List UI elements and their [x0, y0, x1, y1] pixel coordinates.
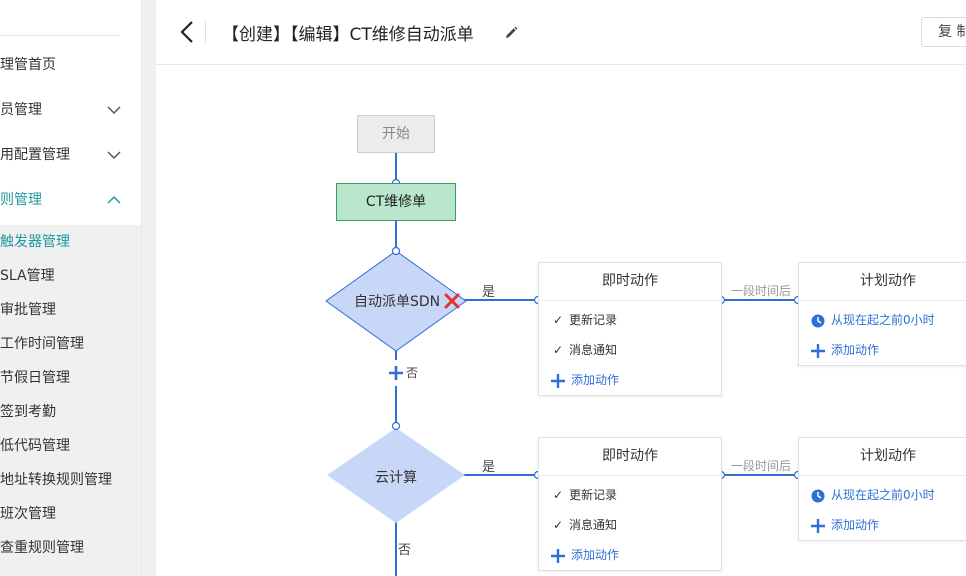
- action-row-update[interactable]: ✓ 更新记录: [551, 485, 617, 505]
- edge-label-no: 否: [398, 543, 412, 558]
- sidebar-subitem-lowcode[interactable]: 低代码管理: [0, 438, 70, 454]
- action-label: 更新记录: [569, 313, 618, 327]
- add-action-link[interactable]: 添加动作: [551, 545, 619, 565]
- ct-repair-node[interactable]: CT维修单: [336, 183, 456, 221]
- back-arrow-icon[interactable]: [176, 18, 200, 46]
- chevron-down-icon: [107, 106, 121, 115]
- check-icon: ✓: [552, 488, 564, 502]
- chevron-down-icon: [107, 151, 121, 160]
- check-icon: ✓: [552, 343, 564, 357]
- sidebar-divider: [0, 35, 120, 36]
- plus-icon: [811, 343, 825, 358]
- sidebar-item-label: 理管首页: [0, 57, 56, 73]
- sidebar-subitem-approval[interactable]: 审批管理: [0, 302, 56, 318]
- clock-icon: [811, 489, 825, 502]
- chevron-up-icon: [107, 195, 121, 204]
- delete-x-icon[interactable]: [442, 291, 462, 311]
- plus-icon: [811, 518, 825, 533]
- action-row-notify[interactable]: ✓ 消息通知: [551, 340, 617, 360]
- schedule-row[interactable]: 从现在起之前0小时: [811, 485, 935, 505]
- planned-action-card[interactable]: 计划动作 从现在起之前0小时 添加动作: [798, 437, 966, 541]
- sidebar-item-app-config[interactable]: 用配置管理: [0, 140, 141, 170]
- add-branch-button[interactable]: 否: [383, 360, 418, 386]
- schedule-label: 从现在起之前0小时: [831, 313, 935, 327]
- add-action-label: 添加动作: [571, 548, 620, 562]
- sidebar-item-label: 员管理: [0, 102, 42, 118]
- flow-canvas: 开始 CT维修单 自动派单SDN 云计算 是 是 一段时间后 一段时间后 否 否…: [156, 65, 966, 576]
- check-icon: ✓: [552, 518, 564, 532]
- copy-button[interactable]: 复 制: [921, 17, 966, 47]
- action-label: 消息通知: [569, 343, 618, 357]
- sidebar-item-rules[interactable]: 则管理: [0, 185, 141, 215]
- edge-label-yes: 是: [482, 285, 496, 300]
- sidebar-subitem-shift[interactable]: 班次管理: [0, 506, 56, 522]
- add-action-link[interactable]: 添加动作: [811, 340, 879, 360]
- page-header: 【创建】【编辑】CT维修自动派单 复 制: [156, 0, 966, 65]
- edge-label-delay: 一段时间后: [731, 284, 792, 298]
- pencil-icon[interactable]: [504, 26, 518, 40]
- sidebar-subitem-work-time[interactable]: 工作时间管理: [0, 336, 84, 352]
- sidebar-subitem-address-rules[interactable]: 地址转换规则管理: [0, 472, 112, 488]
- card-title: 计划动作: [799, 438, 966, 476]
- add-action-link[interactable]: 添加动作: [551, 370, 619, 390]
- action-label: 更新记录: [569, 488, 618, 502]
- sidebar-item-home[interactable]: 理管首页: [0, 50, 141, 80]
- plus-icon: [389, 366, 403, 380]
- edge-label-no-partial: 否: [406, 366, 419, 380]
- decision-label: 自动派单SDN: [354, 294, 441, 310]
- sidebar-subitem-attendance[interactable]: 签到考勤: [0, 404, 56, 420]
- immediate-action-card[interactable]: 即时动作 ✓ 更新记录 ✓ 消息通知 添加动作: [538, 262, 722, 396]
- header-divider: [205, 21, 206, 43]
- sidebar-subitem-sla[interactable]: SLA管理: [0, 268, 55, 284]
- action-row-notify[interactable]: ✓ 消息通知: [551, 515, 617, 535]
- page-title: 【创建】【编辑】CT维修自动派单: [222, 25, 474, 45]
- decision-label: 云计算: [375, 470, 417, 486]
- sidebar: 理管首页 员管理 用配置管理 则管理 触发器管理 SLA管理 审批管理 工作时间…: [0, 0, 142, 576]
- immediate-action-card[interactable]: 即时动作 ✓ 更新记录 ✓ 消息通知 添加动作: [538, 437, 722, 571]
- start-node[interactable]: 开始: [357, 115, 435, 153]
- sidebar-subpanel: 触发器管理 SLA管理 审批管理 工作时间管理 节假日管理 签到考勤 低代码管理…: [0, 225, 141, 576]
- sidebar-item-staff[interactable]: 员管理: [0, 95, 141, 125]
- plus-icon: [551, 373, 565, 388]
- sidebar-subitem-trigger[interactable]: 触发器管理: [0, 234, 70, 250]
- schedule-label: 从现在起之前0小时: [831, 488, 935, 502]
- card-title: 即时动作: [539, 263, 721, 301]
- action-row-update[interactable]: ✓ 更新记录: [551, 310, 617, 330]
- sidebar-subitem-dedup-rules[interactable]: 查重规则管理: [0, 540, 84, 556]
- card-title: 计划动作: [799, 263, 966, 301]
- add-action-label: 添加动作: [831, 343, 880, 357]
- sidebar-subitem-holiday[interactable]: 节假日管理: [0, 370, 70, 386]
- sidebar-item-label: 用配置管理: [0, 147, 70, 163]
- action-label: 消息通知: [569, 518, 618, 532]
- schedule-row[interactable]: 从现在起之前0小时: [811, 310, 935, 330]
- decision-diamond-cloud[interactable]: [327, 428, 465, 523]
- edge-label-delay: 一段时间后: [731, 459, 792, 473]
- sidebar-item-label: 则管理: [0, 192, 42, 208]
- plus-icon: [551, 548, 565, 563]
- decision-diamond-auto-dispatch[interactable]: [325, 250, 467, 352]
- add-action-label: 添加动作: [571, 373, 620, 387]
- layout-gutter: [142, 0, 156, 576]
- add-action-label: 添加动作: [831, 518, 880, 532]
- check-icon: ✓: [552, 313, 564, 327]
- clock-icon: [811, 314, 825, 327]
- add-action-link[interactable]: 添加动作: [811, 515, 879, 535]
- edge-label-yes: 是: [482, 460, 496, 475]
- card-title: 即时动作: [539, 438, 721, 476]
- planned-action-card[interactable]: 计划动作 从现在起之前0小时 添加动作: [798, 262, 966, 366]
